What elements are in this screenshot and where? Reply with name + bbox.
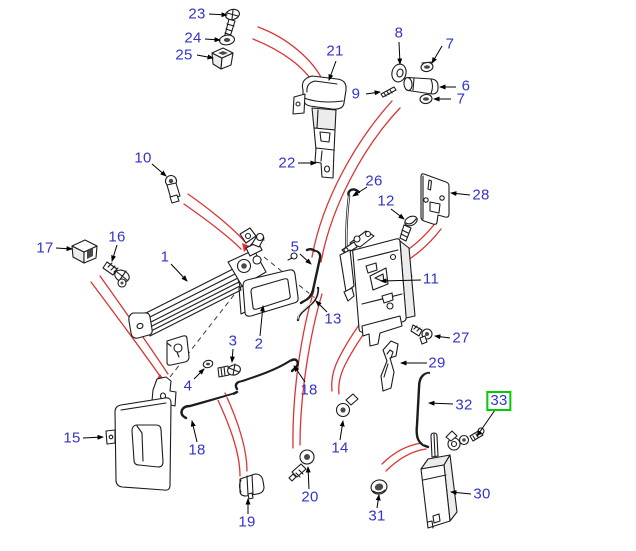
- callout-25[interactable]: 25: [175, 46, 193, 64]
- callout-30[interactable]: 30: [473, 485, 491, 503]
- part-27-clip-bolt: [410, 324, 433, 345]
- callout-29[interactable]: 29: [428, 354, 446, 372]
- part-7-clip-lower: [419, 93, 433, 105]
- part-22-bracket: [314, 147, 335, 179]
- callout-24[interactable]: 24: [184, 29, 202, 47]
- part-25-clip: [211, 47, 234, 70]
- part-18-rod-left: [180, 390, 239, 420]
- callout-20[interactable]: 20: [301, 488, 319, 506]
- callout-18-2[interactable]: 18: [188, 441, 206, 459]
- callout-21[interactable]: 21: [326, 42, 344, 60]
- part-16-screw: [102, 261, 130, 283]
- part-31-grommet: [370, 479, 388, 495]
- part-7-clip-upper: [420, 61, 434, 73]
- part-18-rod-right: [234, 358, 299, 391]
- callout-27[interactable]: 27: [452, 329, 470, 347]
- callout-8[interactable]: 8: [394, 24, 404, 42]
- part-8-washer: [391, 63, 407, 83]
- part-19-striker: [238, 473, 265, 500]
- callout-3[interactable]: 3: [228, 332, 238, 350]
- callout-13[interactable]: 13: [324, 310, 342, 328]
- callout-32[interactable]: 32: [455, 396, 473, 414]
- part-30-actuator: [420, 432, 458, 529]
- part-4-washer: [202, 359, 214, 369]
- part-33-clamp: [445, 427, 485, 451]
- callout-7[interactable]: 7: [445, 35, 455, 53]
- callout-9[interactable]: 9: [351, 85, 361, 103]
- part-24-washer: [218, 34, 236, 46]
- part-1-exterior-handle: [117, 227, 267, 339]
- part-23-screw: [224, 8, 240, 38]
- callout-23[interactable]: 23: [188, 5, 206, 23]
- callout-5[interactable]: 5: [290, 238, 300, 256]
- keyhole-plate: [166, 335, 190, 366]
- callout-17[interactable]: 17: [36, 239, 54, 257]
- callout-28[interactable]: 28: [472, 186, 490, 204]
- callout-14[interactable]: 14: [331, 439, 349, 457]
- leader-lines: [55, 12, 496, 514]
- part-3-bolt: [217, 363, 241, 378]
- part-10-lever: [164, 174, 181, 204]
- callout-1[interactable]: 1: [160, 248, 170, 266]
- part-6-lock-barrel: [403, 76, 439, 95]
- dashed-outline: [169, 256, 316, 378]
- part-12-bolt: [399, 215, 418, 242]
- part-32-rod: [415, 371, 431, 449]
- part-29-bracket: [380, 340, 399, 392]
- callout-33[interactable]: 33: [486, 391, 512, 411]
- part-21-lock-housing: [292, 75, 347, 153]
- part-2-bezel: [238, 269, 299, 317]
- callout-31[interactable]: 31: [368, 507, 386, 525]
- part-11-latch-assembly: [339, 230, 416, 347]
- callout-19[interactable]: 19: [238, 513, 256, 531]
- part-15-inner-housing: [105, 376, 177, 491]
- part-9-pin: [380, 86, 397, 98]
- callout-26[interactable]: 26: [365, 172, 383, 190]
- callout-6[interactable]: 6: [461, 77, 471, 95]
- callout-2[interactable]: 2: [254, 335, 264, 353]
- callout-16[interactable]: 16: [108, 228, 126, 246]
- part-5-rod: [287, 248, 322, 305]
- part-28-bracket-plate: [420, 173, 450, 225]
- callout-22[interactable]: 22: [278, 154, 296, 172]
- callout-10[interactable]: 10: [134, 149, 152, 167]
- callout-18[interactable]: 18: [300, 381, 318, 399]
- callout-12[interactable]: 12: [377, 192, 395, 210]
- part-13-rod: [296, 286, 320, 322]
- part-17-clip: [71, 239, 98, 264]
- part-20-link: [288, 449, 315, 482]
- part-14-grommet-lever: [335, 393, 359, 418]
- callout-15[interactable]: 15: [63, 429, 81, 447]
- callout-11[interactable]: 11: [422, 270, 440, 288]
- callout-7-2[interactable]: 7: [456, 90, 466, 108]
- callout-4[interactable]: 4: [183, 377, 193, 395]
